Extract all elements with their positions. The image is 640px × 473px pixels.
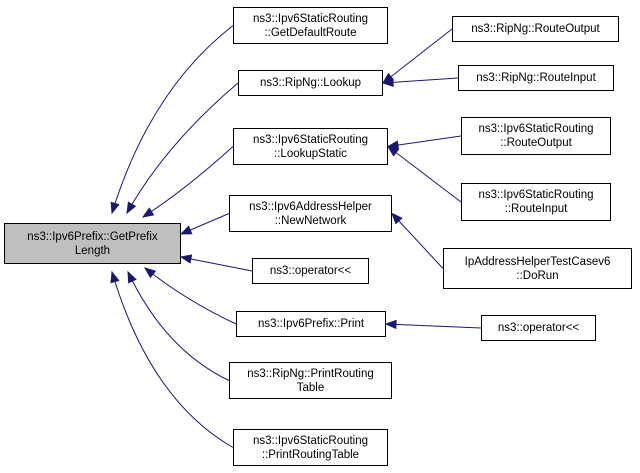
edge-testcase-dorun-to-addresshelper-newnetwork (391, 213, 444, 269)
edge-ripng-lookup-to-root (126, 82, 239, 214)
node-label-line: ::DoRun (516, 269, 559, 282)
node-label-line: ns3::Ipv6AddressHelper (249, 200, 372, 213)
node-label-line: Length (74, 244, 111, 257)
node-label-line: ns3::Ipv6Prefix::Print (257, 318, 365, 330)
edge-ripng-routeinput-to-ripng-lookup (382, 77, 459, 84)
node-label-line: ns3::RipNg::Lookup (259, 77, 361, 89)
edge-arrowhead (386, 145, 400, 157)
node-label-line: ns3::Ipv6Prefix::GetPrefix (27, 230, 158, 243)
edge-ripng-routeoutput-to-ripng-lookup (382, 28, 453, 84)
node-operator-ll-1[interactable]: ns3::operator<< (252, 258, 369, 284)
node-label-line: ::RouteInput (504, 203, 568, 215)
node-label-line: IpAddressHelperTestCasev6 (464, 255, 611, 268)
node-static-routeinput[interactable]: ns3::Ipv6StaticRouting::RouteInput (461, 183, 611, 221)
node-operator-ll-2[interactable]: ns3::operator<< (481, 315, 596, 341)
node-label-line: ns3::operator<< (269, 265, 352, 277)
edge-static-routeinput-to-static-lookupstatic (387, 146, 462, 203)
edge-static-getdefaultroute-to-root (111, 25, 234, 214)
node-label-line: ns3::Ipv6StaticRouting (252, 133, 369, 146)
node-label-line: ns3::Ipv6StaticRouting (478, 189, 594, 201)
edge-arrowhead (384, 319, 397, 330)
node-label-line: ::GetDefaultRoute (264, 26, 357, 39)
node-label-line: ns3::RipNg::RouteOutput (471, 23, 600, 35)
node-label-line: ::LookupStatic (274, 147, 347, 160)
node-static-printroutingtable[interactable]: ns3::Ipv6StaticRouting::PrintRoutingTabl… (233, 429, 388, 466)
node-static-lookupstatic[interactable]: ns3::Ipv6StaticRouting::LookupStatic (233, 128, 388, 165)
edge-arrowhead (143, 267, 157, 279)
edge-ripng-printroutingtable-to-root (127, 271, 230, 381)
edge-arrowhead (179, 225, 193, 235)
node-testcase-dorun[interactable]: IpAddressHelperTestCasev6::DoRun (443, 248, 632, 289)
node-static-getdefaultroute[interactable]: ns3::Ipv6StaticRouting::GetDefaultRoute (233, 7, 388, 44)
edge-arrowhead (126, 201, 137, 215)
node-label-line: ::NewNetwork (274, 214, 347, 227)
node-label-line: ns3::RipNg::RouteInput (476, 72, 596, 84)
edge-arrowhead (391, 212, 403, 225)
edge-arrowhead (141, 207, 155, 218)
node-label-line: ::RouteOutput (500, 137, 572, 149)
edge-prefix-print-to-root (144, 267, 237, 325)
edge-operator-ll-2-to-prefix-print (385, 323, 482, 329)
node-label-line: ::PrintRoutingTable (261, 448, 360, 461)
node-label-line: Table (296, 381, 325, 394)
edge-arrowhead (179, 254, 193, 264)
edge-arrowhead (110, 270, 120, 284)
edge-static-lookupstatic-to-root (142, 146, 234, 218)
edge-static-routeoutput-to-static-lookupstatic (387, 135, 462, 147)
node-ripng-routeinput[interactable]: ns3::RipNg::RouteInput (458, 65, 614, 91)
node-ripng-routeoutput[interactable]: ns3::RipNg::RouteOutput (452, 16, 619, 42)
edge-static-printroutingtable-to-root (111, 271, 234, 448)
node-label-line: ns3::RipNg::PrintRouting (247, 367, 374, 380)
node-static-routeoutput[interactable]: ns3::Ipv6StaticRouting::RouteOutput (461, 117, 611, 155)
node-addresshelper-newnetwork[interactable]: ns3::Ipv6AddressHelper::NewNetwork (229, 195, 392, 232)
edge-operator-ll-1-to-root (180, 256, 253, 272)
node-ripng-lookup[interactable]: ns3::RipNg::Lookup (238, 70, 383, 96)
node-label-line: ns3::operator<< (497, 322, 580, 334)
edge-arrowhead (127, 270, 137, 284)
node-prefix-print[interactable]: ns3::Ipv6Prefix::Print (236, 311, 386, 337)
edge-arrowhead (381, 77, 394, 88)
node-label-line: ns3::Ipv6StaticRouting (478, 123, 594, 135)
edge-arrowhead (110, 201, 120, 215)
node-label-line: ns3::Ipv6StaticRouting (252, 434, 369, 447)
node-label-line: ns3::Ipv6StaticRouting (252, 12, 369, 25)
